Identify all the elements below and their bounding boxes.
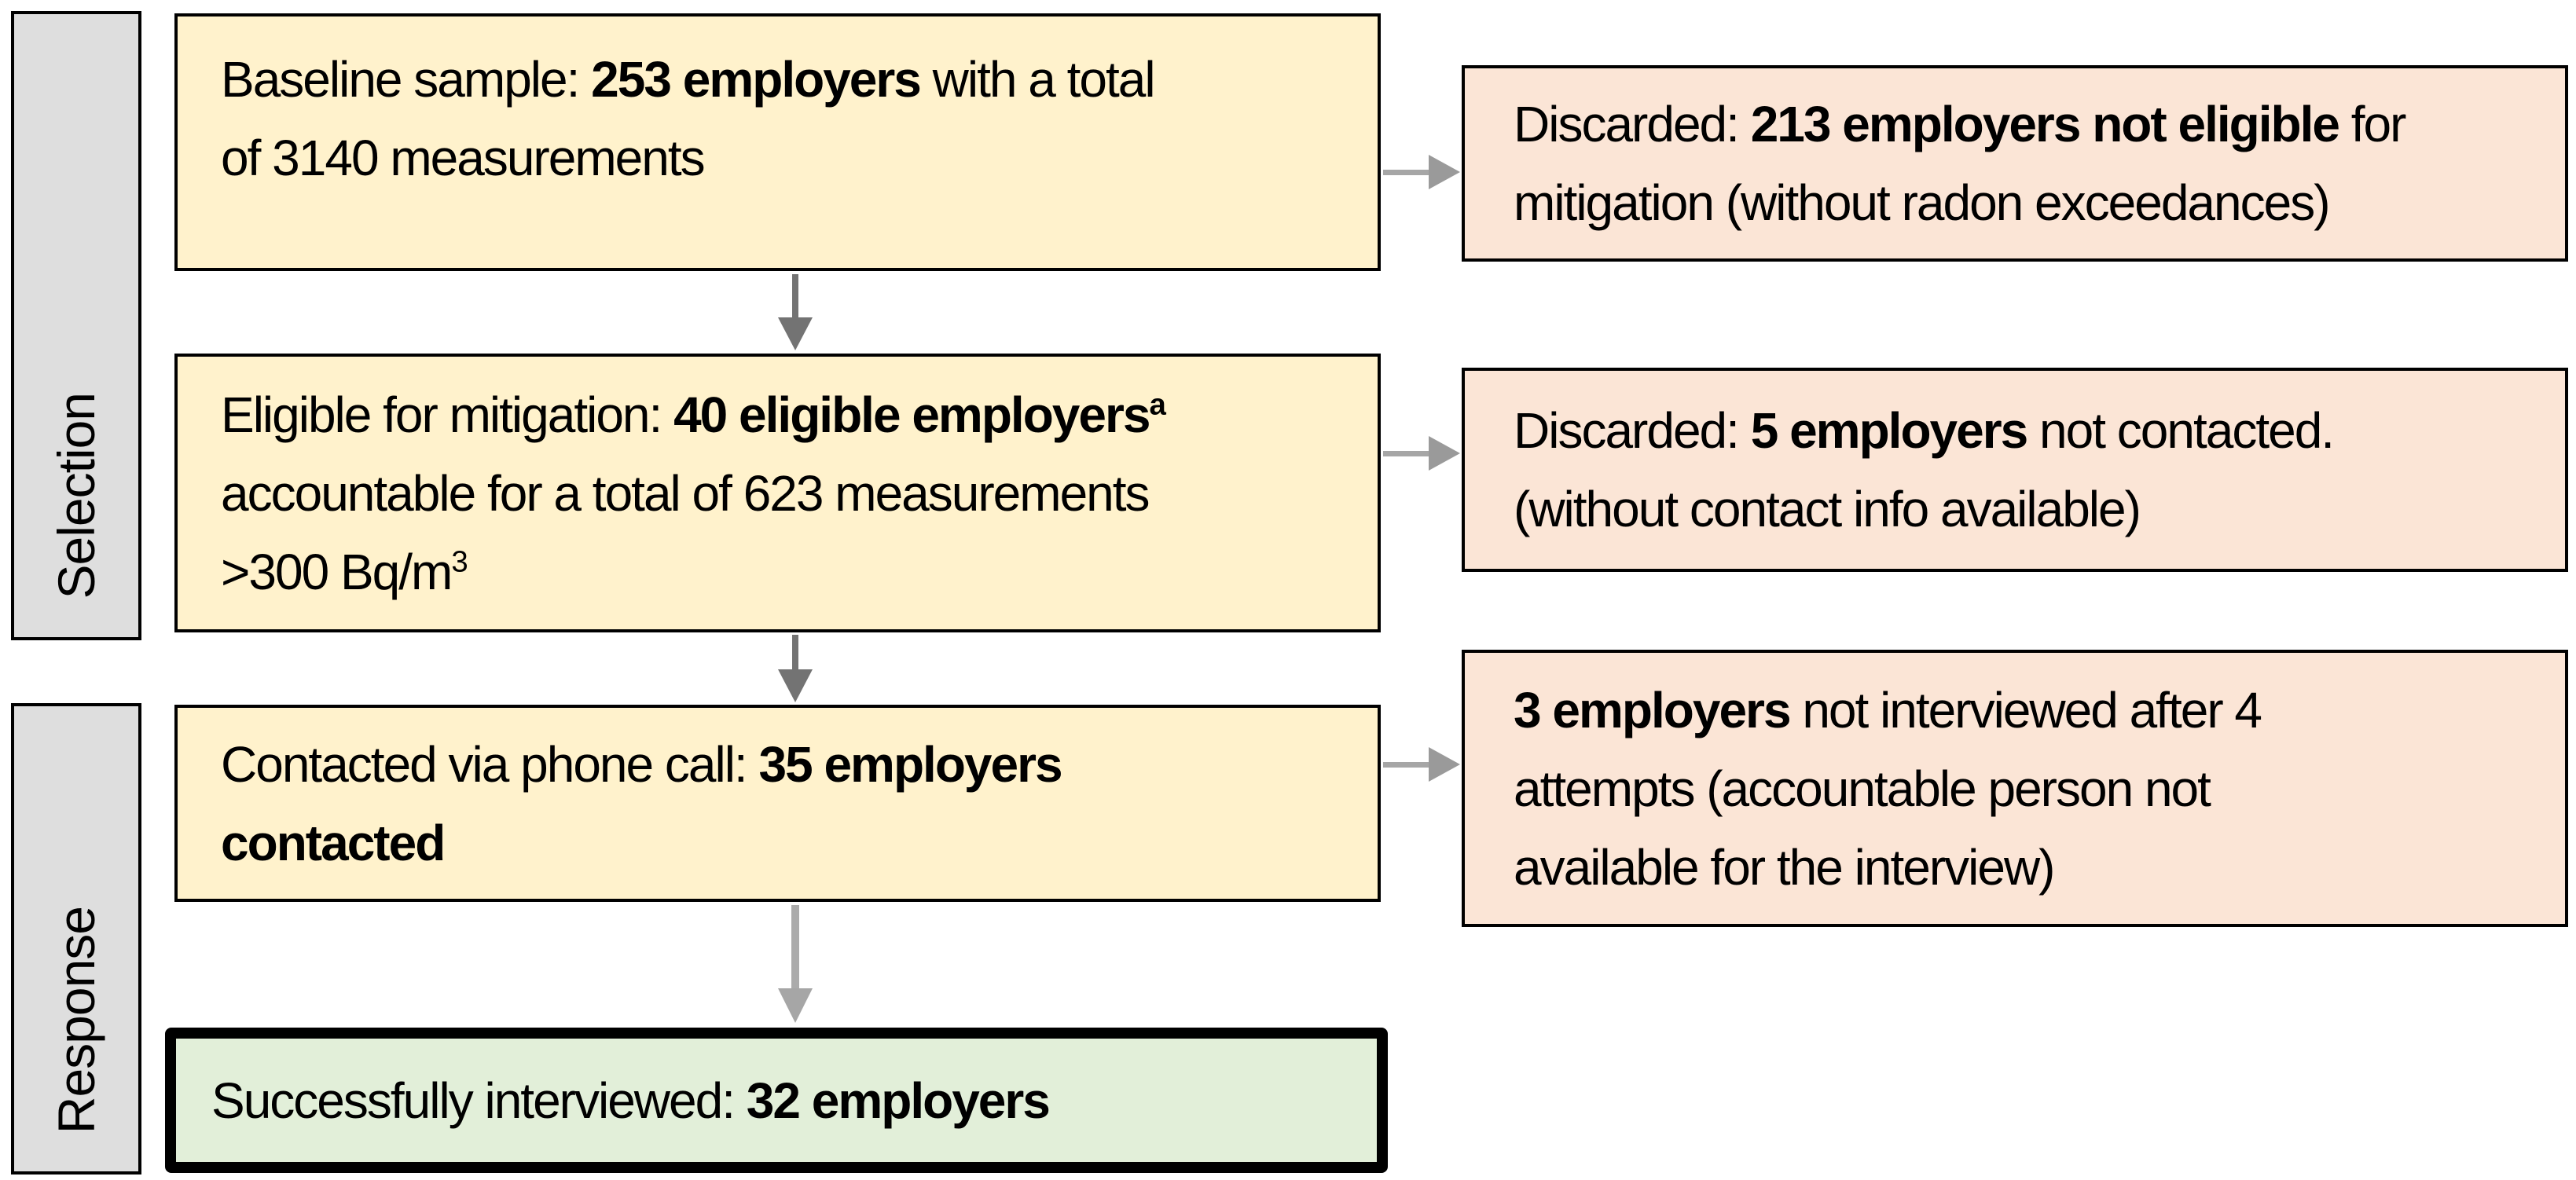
arrow-shaft <box>792 635 798 669</box>
stage-label-response: Response <box>11 703 141 1175</box>
arrow-down-contacted-to-interviewed <box>778 905 813 1023</box>
arrow-shaft <box>1383 450 1429 456</box>
flow-box-baseline-sample-text: Baseline sample: 253 employers with a to… <box>221 51 1156 186</box>
arrow-down-eligible-to-contacted <box>778 635 813 702</box>
arrow-right-to-not-eligible <box>1383 155 1460 189</box>
arrow-head-right-icon <box>1429 747 1460 782</box>
discard-box-not-contacted-text: Discarded: 5 employers not contacted.(wi… <box>1514 402 2335 537</box>
flow-box-baseline-sample: Baseline sample: 253 employers with a to… <box>174 13 1381 271</box>
arrow-head-right-icon <box>1429 436 1460 471</box>
arrow-down-baseline-to-eligible <box>778 274 813 350</box>
arrow-shaft <box>1383 169 1429 175</box>
arrow-shaft <box>791 905 799 988</box>
flow-box-eligible-for-mitigation: Eligible for mitigation: 40 eligible emp… <box>174 354 1381 632</box>
arrow-head-down-icon <box>778 988 813 1023</box>
arrow-right-to-not-interviewed <box>1383 747 1460 782</box>
flow-box-successfully-interviewed: Successfully interviewed: 32 employers <box>165 1028 1388 1173</box>
discard-box-not-eligible-text: Discarded: 213 employers not eligible fo… <box>1514 96 2406 231</box>
discard-box-not-eligible: Discarded: 213 employers not eligible fo… <box>1462 65 2568 262</box>
arrow-shaft <box>1383 761 1429 768</box>
stage-label-response-text: Response <box>47 906 105 1134</box>
arrow-right-to-not-contacted <box>1383 436 1460 471</box>
arrow-head-down-icon <box>778 669 813 702</box>
stage-label-selection-text: Selection <box>47 393 105 599</box>
flow-box-successfully-interviewed-text: Successfully interviewed: 32 employers <box>211 1072 1051 1129</box>
flow-box-eligible-for-mitigation-text: Eligible for mitigation: 40 eligible emp… <box>221 386 1166 600</box>
arrow-shaft <box>792 274 798 317</box>
discard-box-not-contacted: Discarded: 5 employers not contacted.(wi… <box>1462 368 2568 572</box>
arrow-head-right-icon <box>1429 155 1460 189</box>
arrow-head-down-icon <box>778 317 813 350</box>
stage-label-selection: Selection <box>11 11 141 640</box>
